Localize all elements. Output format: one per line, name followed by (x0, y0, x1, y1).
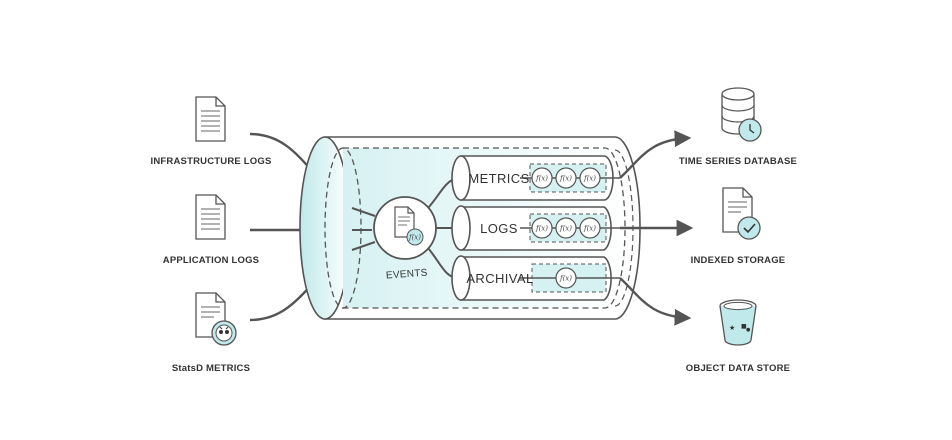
function-node: f(x) (579, 167, 601, 189)
destination-object-data-store: ★ ■ ● OBJECT DATA STORE (686, 299, 790, 374)
destination-label: TIME SERIES DATABASE (679, 156, 797, 167)
database-clock-icon (721, 87, 762, 142)
channel-logs: LOGS f(x) f(x) f(x) (451, 205, 620, 251)
outgoing-flow-arrows (619, 130, 694, 326)
svg-text:f(x): f(x) (583, 225, 596, 233)
destination-label: INDEXED STORAGE (691, 255, 786, 266)
hub-label: EVENTS (386, 268, 429, 282)
channel-label: METRICS (468, 171, 529, 186)
svg-text:f(x): f(x) (559, 275, 572, 283)
svg-text:★: ★ (729, 324, 735, 332)
svg-text:f(x): f(x) (559, 175, 572, 183)
function-node: f(x) (555, 267, 577, 289)
source-application-logs: APPLICATION LOGS (163, 194, 259, 266)
function-node: f(x) (555, 167, 577, 189)
channel-label: LOGS (480, 221, 518, 236)
source-label: StatsD METRICS (172, 363, 250, 374)
svg-text:f(x): f(x) (559, 225, 572, 233)
function-node: f(x) (555, 217, 577, 239)
events-hub: f(x) EVENTS (373, 196, 437, 282)
channel-metrics: METRICS f(x) f(x) f(x) (451, 155, 620, 201)
source-statsd-metrics: StatsD METRICS (172, 292, 250, 374)
document-icon (195, 96, 226, 142)
hub-input-lines (351, 207, 376, 251)
source-label: INFRASTRUCTURE LOGS (151, 156, 272, 167)
svg-text:f(x): f(x) (535, 175, 548, 183)
function-node: f(x) (531, 167, 553, 189)
bucket-icon: ★ ■ ● (719, 299, 757, 346)
destination-label: OBJECT DATA STORE (686, 363, 790, 374)
source-label: APPLICATION LOGS (163, 255, 259, 266)
document-check-icon (722, 187, 761, 240)
destination-indexed-storage: INDEXED STORAGE (691, 187, 786, 266)
svg-text:●: ● (746, 327, 751, 333)
channel-archival: ARCHIVAL f(x) (451, 255, 620, 301)
function-node: f(x) (579, 217, 601, 239)
svg-text:f(x): f(x) (583, 175, 596, 183)
svg-text:f(x): f(x) (408, 234, 421, 242)
function-node: f(x) (531, 217, 553, 239)
document-icon (195, 194, 226, 240)
document-owl-icon (195, 292, 237, 346)
channel-label: ARCHIVAL (466, 271, 533, 286)
destination-time-series-database: TIME SERIES DATABASE (679, 87, 797, 167)
source-infrastructure-logs: INFRASTRUCTURE LOGS (151, 96, 272, 167)
document-function-icon: f(x) (394, 206, 424, 246)
svg-text:■: ■ (741, 323, 747, 330)
svg-text:f(x): f(x) (535, 225, 548, 233)
